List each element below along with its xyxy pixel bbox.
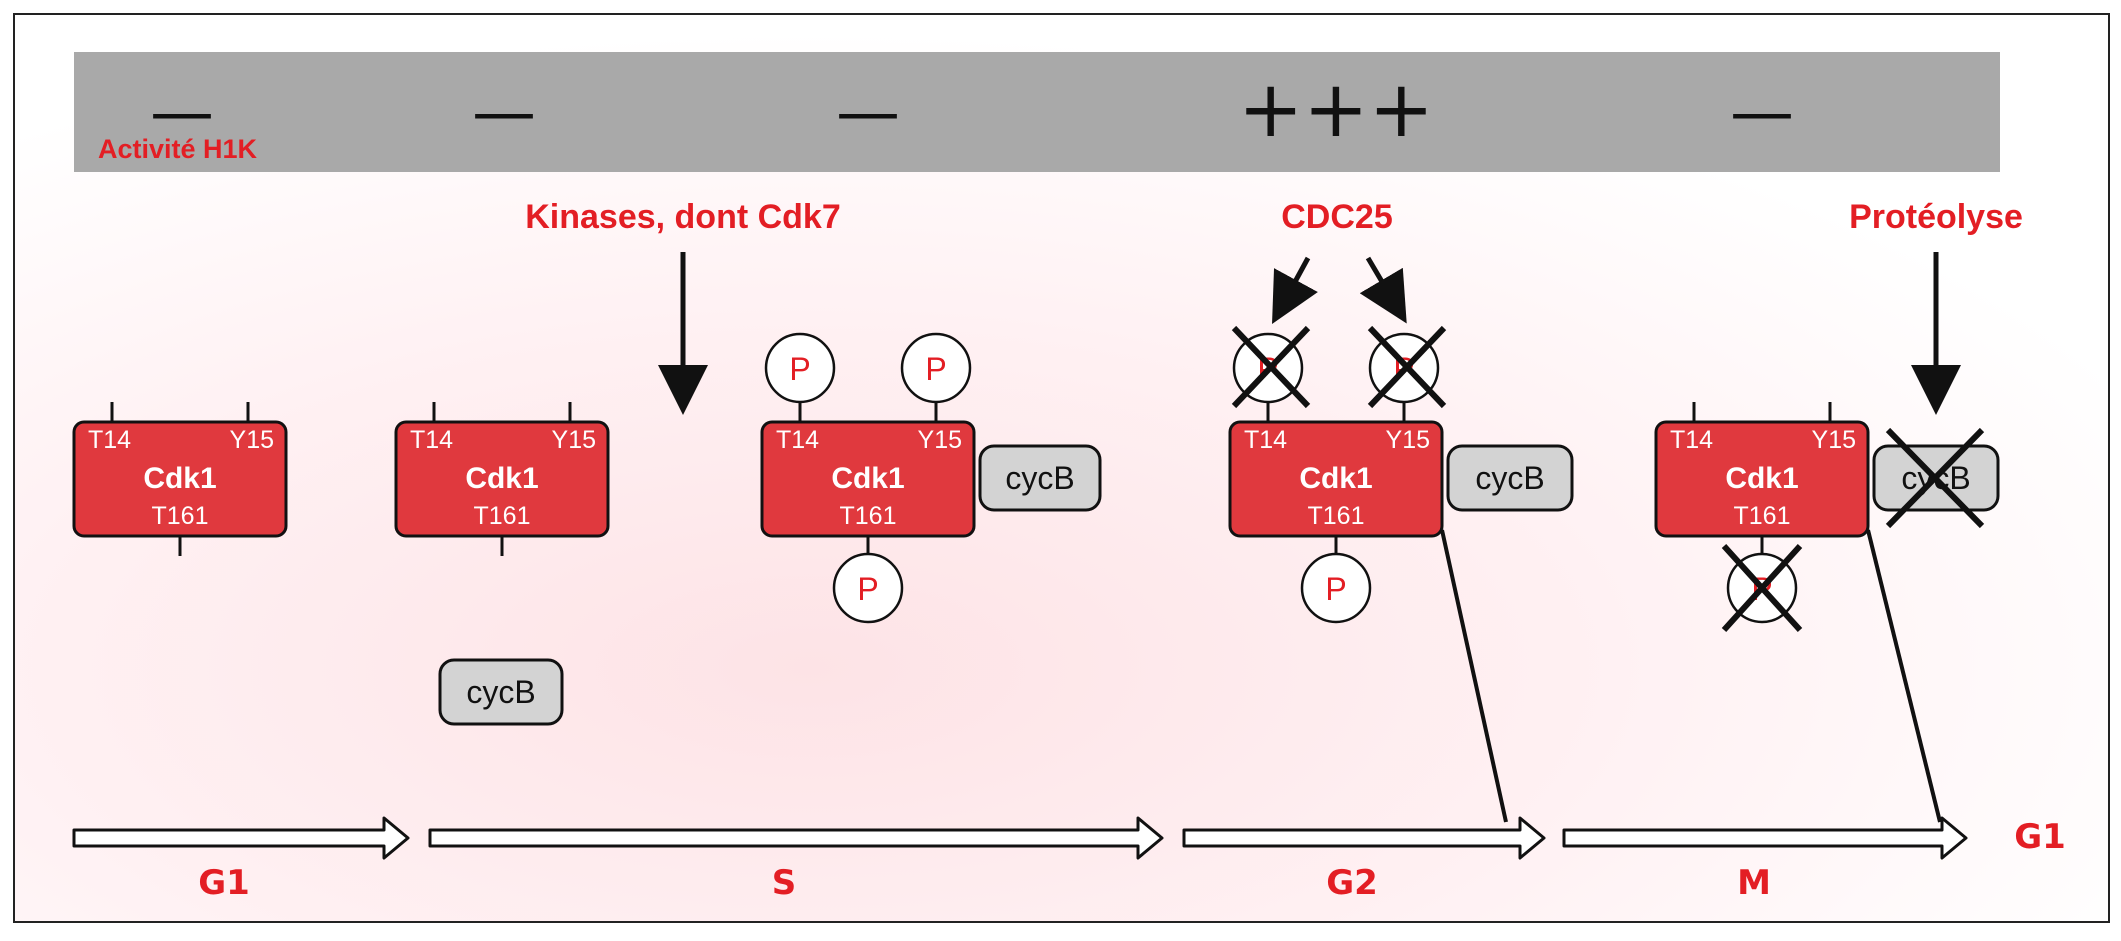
phosphate-label: P <box>1325 571 1346 607</box>
phosphate-label: P <box>925 351 946 387</box>
activity-level-g2: +++ <box>1238 65 1434 155</box>
activity-level-m: — <box>1730 76 1794 150</box>
phase-arrow-s <box>428 816 1164 860</box>
kinase-name: Cdk1 <box>1299 462 1372 495</box>
cdc25-label: CDC25 <box>1281 198 1392 236</box>
activity-label: Activité H1K <box>98 134 258 164</box>
phase-label-g1: G1 <box>198 863 250 903</box>
cyclin-label: cycB <box>1005 460 1074 496</box>
cdc25-arrow-right <box>1359 256 1407 324</box>
site-y15: Y15 <box>230 426 274 454</box>
site-t161: T161 <box>1734 502 1791 530</box>
site-t14: T14 <box>1244 426 1287 454</box>
m-to-g1-connector <box>1866 529 1942 823</box>
cdk1-complex-s-early: T14 Y15 Cdk1 T161 <box>394 402 610 556</box>
site-t14: T14 <box>1670 426 1713 454</box>
cdk1-complex-m: P T14 Y15 Cdk1 T161 cycB <box>1654 402 2000 633</box>
site-y15: Y15 <box>552 426 596 454</box>
activity-band <box>74 52 2000 172</box>
cyclin-label: cycB <box>466 674 535 710</box>
proteolysis-label: Protéolyse <box>1849 198 2023 236</box>
phase-arrow-g1 <box>72 816 410 860</box>
removed-phospho-y15: P <box>1367 325 1447 409</box>
site-y15: Y15 <box>918 426 962 454</box>
kinase-name: Cdk1 <box>831 462 904 495</box>
phospho-t14: P <box>764 332 836 404</box>
phosphate-label: P <box>857 571 878 607</box>
free-cyclin-b: cycB <box>438 658 564 726</box>
phase-label-s: S <box>772 863 797 903</box>
degraded-cyclin-b: cycB <box>1872 427 2000 529</box>
removed-phospho-t161: P <box>1721 543 1803 633</box>
activity-level-s-early: — <box>472 76 536 150</box>
phosphate-label: P <box>789 351 810 387</box>
site-t14: T14 <box>88 426 131 454</box>
cdk1-complex-s-late: P P P T14 Y15 Cdk1 T161 cycB <box>760 332 1102 624</box>
site-t14: T14 <box>776 426 819 454</box>
cdk1-box <box>394 420 610 538</box>
kinase-name: Cdk1 <box>465 462 538 495</box>
site-t161: T161 <box>152 502 209 530</box>
cdk1-box <box>72 420 288 538</box>
site-y15: Y15 <box>1386 426 1430 454</box>
cdk1-box <box>1654 420 1870 538</box>
phase-label-g1-next: G1 <box>2014 817 2066 857</box>
activity-level-g1: — <box>150 76 214 150</box>
site-y15: Y15 <box>1812 426 1856 454</box>
kinase-name: Cdk1 <box>1725 462 1798 495</box>
phospho-t161: P <box>832 552 904 624</box>
cdk1-complex-g2: P P P T14 Y15 Cdk1 T161 cycB <box>1228 325 1574 624</box>
site-t161: T161 <box>840 502 897 530</box>
site-t161: T161 <box>474 502 531 530</box>
cyclin-label: cycB <box>1475 460 1544 496</box>
cdc25-arrow-left <box>1272 256 1318 324</box>
phospho-y15: P <box>900 332 972 404</box>
phase-arrow-m <box>1562 816 1968 860</box>
cdk1-complex-g1: T14 Y15 Cdk1 T161 <box>72 402 288 556</box>
bound-cyclin-b: cycB <box>978 444 1102 512</box>
site-t14: T14 <box>410 426 453 454</box>
kinases-label: Kinases, dont Cdk7 <box>525 198 841 236</box>
cdk1-box <box>760 420 976 538</box>
g2-to-m-connector <box>1440 529 1508 823</box>
kinase-name: Cdk1 <box>143 462 216 495</box>
activity-level-s-late: — <box>836 76 900 150</box>
cdk1-box <box>1228 420 1444 538</box>
bound-cyclin-b: cycB <box>1446 444 1574 512</box>
phase-arrow-g2 <box>1182 816 1546 860</box>
removed-phospho-t14: P <box>1231 325 1311 409</box>
site-t161: T161 <box>1308 502 1365 530</box>
phase-label-g2: G2 <box>1326 863 1378 903</box>
phospho-t161: P <box>1300 552 1372 624</box>
phase-label-m: M <box>1737 863 1771 903</box>
